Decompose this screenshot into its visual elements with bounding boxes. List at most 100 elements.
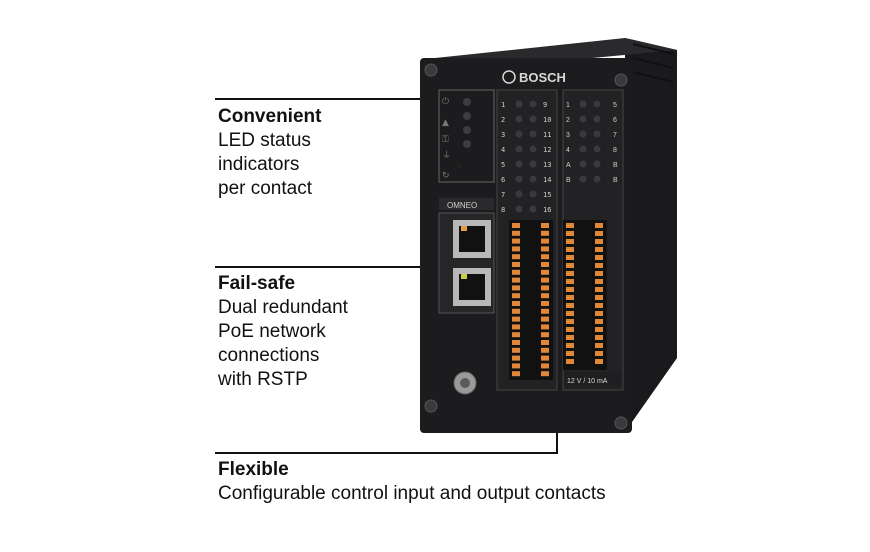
led-number-label: 3 (566, 132, 570, 139)
status-led (529, 100, 537, 108)
terminal-contact (541, 285, 549, 291)
terminal-contact (595, 311, 603, 316)
feature-desc-line: LED status (218, 130, 311, 151)
brand-logo: BOSCH (519, 70, 566, 85)
feature-flexible: Flexible Configurable control input and … (218, 458, 606, 506)
terminal-contact (566, 279, 574, 284)
terminal-contact (595, 223, 603, 228)
terminal-contact (566, 327, 574, 332)
terminal-contact (512, 316, 520, 322)
terminal-contact (595, 343, 603, 348)
svg-text:⚿: ⚿ (442, 135, 449, 145)
led-number-label: 5 (501, 161, 505, 169)
terminal-contact (512, 308, 520, 314)
terminal-contact (566, 247, 574, 252)
led-number-label: 4 (566, 147, 570, 154)
terminal-contact (512, 293, 520, 299)
led-number-label: 8 (501, 206, 505, 214)
led-number-label: A (566, 162, 571, 169)
status-led (529, 160, 537, 168)
terminal-contact (566, 359, 574, 364)
terminal-contact (595, 231, 603, 236)
terminal-contact (541, 238, 549, 244)
feature-desc-line: connections (218, 345, 320, 366)
terminal-contact (566, 335, 574, 340)
feature-desc-line: per contact (218, 178, 312, 199)
feature-title: Flexible (218, 459, 289, 480)
terminal-contact (512, 246, 520, 252)
terminal-contact (512, 355, 520, 361)
terminal-contact (566, 231, 574, 236)
terminal-contact (541, 254, 549, 260)
terminal-contact (595, 239, 603, 244)
terminal-contact (541, 324, 549, 330)
terminal-contact (566, 255, 574, 260)
terminal-contact (566, 319, 574, 324)
led-number-label: B (613, 162, 618, 169)
led-number-label: 16 (543, 206, 551, 214)
terminal-contact (512, 238, 520, 244)
status-led (515, 115, 523, 123)
terminal-contact (512, 269, 520, 275)
status-led (515, 130, 523, 138)
led-number-label: 8 (613, 147, 617, 154)
led-number-label: 11 (543, 131, 551, 139)
terminal-contact (566, 343, 574, 348)
terminal-contact (566, 287, 574, 292)
led-number-label: 10 (543, 116, 551, 124)
status-led (593, 145, 601, 153)
callout-line-flexible-h (215, 452, 558, 454)
feature-desc-line: PoE network (218, 321, 326, 342)
terminal-contact (595, 351, 603, 356)
terminal-contact (512, 277, 520, 283)
status-led (579, 160, 587, 168)
status-led (529, 130, 537, 138)
led-number-label: 7 (613, 132, 617, 139)
terminal-contact (595, 319, 603, 324)
terminal-contact (595, 287, 603, 292)
status-led (593, 175, 601, 183)
terminal-contact (512, 285, 520, 291)
status-led (515, 145, 523, 153)
terminal-contact (566, 271, 574, 276)
led-number-label: 6 (501, 176, 505, 184)
status-led (529, 175, 537, 183)
terminal-contact (595, 359, 603, 364)
terminal-contact (512, 262, 520, 267)
terminal-contact (512, 301, 520, 306)
status-led (593, 100, 601, 108)
led-number-label: 2 (501, 116, 505, 124)
terminal-contact (512, 340, 520, 345)
terminal-contact (566, 263, 574, 268)
status-led (579, 115, 587, 123)
terminal-contact (512, 371, 520, 377)
terminal-contact (541, 316, 549, 322)
feature-title: Convenient (218, 106, 322, 127)
terminal-contact (512, 347, 520, 353)
terminal-contact (541, 340, 549, 345)
terminal-contact (566, 351, 574, 356)
status-led (579, 145, 587, 153)
terminal-contact (512, 223, 520, 228)
svg-text:⏻: ⏻ (442, 96, 449, 107)
terminal-contact (595, 271, 603, 276)
terminal-contact (541, 293, 549, 299)
status-led (515, 190, 523, 198)
terminal-contact (595, 303, 603, 308)
terminal-contact (566, 239, 574, 244)
led-number-label: 15 (543, 191, 551, 199)
led-number-label: 9 (543, 101, 547, 109)
status-led (593, 115, 601, 123)
svg-text:⏚: ⏚ (442, 150, 451, 161)
terminal-contact (595, 279, 603, 284)
led-number-label: 13 (543, 161, 551, 169)
terminal-contact (512, 254, 520, 260)
svg-text:▲: ▲ (442, 118, 449, 128)
terminal-contact (541, 246, 549, 252)
terminal-contact (512, 230, 520, 236)
terminal-contact (541, 262, 549, 267)
status-led (529, 115, 537, 123)
terminal-contact (541, 363, 549, 369)
terminal-contact (541, 308, 549, 314)
